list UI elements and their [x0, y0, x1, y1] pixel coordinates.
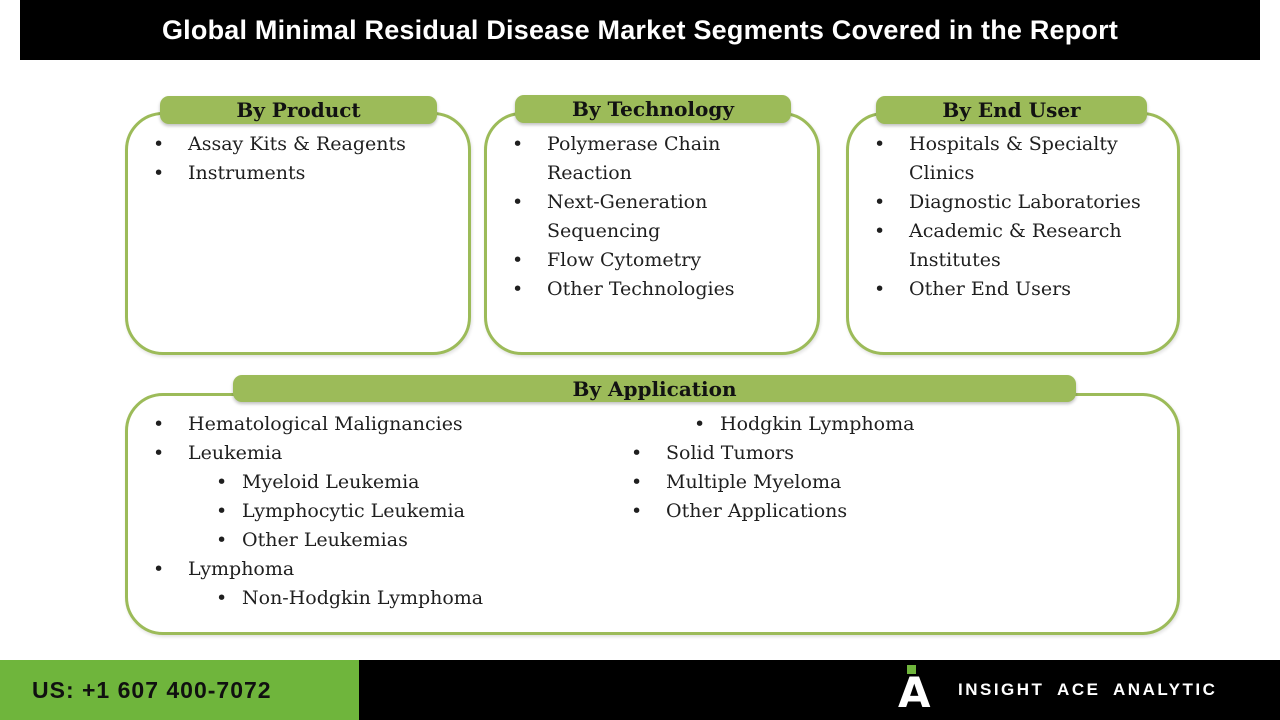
list-item: Instruments — [153, 159, 406, 188]
list-item-label: Multiple Myeloma — [666, 471, 842, 493]
title-bar: Global Minimal Residual Disease Market S… — [20, 0, 1260, 60]
bullet-icon — [874, 217, 909, 246]
bullet-icon — [631, 497, 666, 526]
list-item: Multiple Myeloma — [631, 468, 914, 497]
list-item: Other Leukemias — [216, 526, 483, 555]
brand-name: INSIGHT ACE ANALYTIC — [958, 680, 1218, 699]
list-item: Next-Generation Sequencing — [512, 188, 762, 246]
phone-number: US: +1 607 400-7072 — [32, 676, 272, 703]
list-item-label: Non-Hodgkin Lymphoma — [242, 587, 484, 609]
list-item-label: Next-Generation Sequencing — [547, 191, 708, 242]
list-item-label: Other Applications — [666, 500, 848, 522]
list-item-label: Hematological Malignancies — [188, 413, 463, 435]
list-item-label: Hospitals & Specialty Clinics — [909, 133, 1118, 184]
bullet-icon — [153, 555, 188, 584]
list-item: Solid Tumors — [631, 439, 914, 468]
end-user-list: Hospitals & Specialty Clinics Diagnostic… — [849, 115, 1155, 304]
list-item-label: Polymerase Chain Reaction — [547, 133, 721, 184]
list-item: Hodgkin Lymphoma — [694, 410, 914, 439]
list-item: Hematological Malignancies — [153, 410, 483, 439]
list-item-label: Myeloid Leukemia — [242, 471, 420, 493]
list-item-label: Lymphoma — [188, 558, 295, 580]
list-item-label: Lymphocytic Leukemia — [242, 500, 465, 522]
segment-tab-label: By Application — [572, 376, 737, 401]
list-item-label: Solid Tumors — [666, 442, 795, 464]
bullet-icon — [216, 497, 242, 526]
bullet-icon — [153, 159, 188, 188]
list-item: Academic & Research Institutes — [874, 217, 1155, 275]
page-title: Global Minimal Residual Disease Market S… — [161, 14, 1119, 45]
technology-segment-box: Polymerase Chain Reaction Next-Generatio… — [484, 112, 820, 355]
list-item: Other Applications — [631, 497, 914, 526]
bullet-icon — [153, 130, 188, 159]
list-item: Assay Kits & Reagents — [153, 130, 406, 159]
logo-dot-icon — [907, 665, 916, 674]
technology-list: Polymerase Chain Reaction Next-Generatio… — [487, 115, 762, 304]
bullet-icon — [874, 275, 909, 304]
list-item: Lymphoma — [153, 555, 483, 584]
bullet-icon — [216, 584, 242, 613]
segment-tab-technology: By Technology — [515, 95, 791, 123]
list-item: Diagnostic Laboratories — [874, 188, 1155, 217]
bullet-icon — [216, 526, 242, 555]
segment-tab-label: By End User — [942, 98, 1081, 122]
segment-tab-label: By Technology — [572, 97, 734, 121]
segment-tab-label: By Product — [236, 98, 361, 122]
bullet-icon — [153, 439, 188, 468]
end-user-segment-box: Hospitals & Specialty Clinics Diagnostic… — [846, 112, 1180, 355]
bullet-icon — [631, 468, 666, 497]
bullet-icon — [512, 130, 547, 159]
list-item-label: Hodgkin Lymphoma — [720, 413, 915, 435]
bullet-icon — [512, 246, 547, 275]
phone-banner: US: +1 607 400-7072 — [0, 660, 359, 720]
footer-bar: US: +1 607 400-7072 A INSIGHT ACE ANALYT… — [0, 660, 1280, 720]
bullet-icon — [216, 468, 242, 497]
application-segment-box: Hematological Malignancies Leukemia Myel… — [125, 393, 1180, 635]
segment-tab-end-user: By End User — [876, 96, 1147, 124]
list-item-label: Diagnostic Laboratories — [909, 191, 1141, 213]
list-item-label: Academic & Research Institutes — [909, 220, 1122, 271]
segment-tab-product: By Product — [160, 96, 437, 124]
list-item-label: Assay Kits & Reagents — [188, 133, 406, 155]
product-segment-box: Assay Kits & Reagents Instruments — [125, 112, 471, 355]
insight-ace-logo-icon: A — [898, 662, 936, 718]
list-item: Other End Users — [874, 275, 1155, 304]
list-item: Hospitals & Specialty Clinics — [874, 130, 1155, 188]
list-item: Lymphocytic Leukemia — [216, 497, 483, 526]
list-item-label: Instruments — [188, 162, 306, 184]
bullet-icon — [874, 130, 909, 159]
logo-letter: A — [898, 668, 931, 717]
bullet-icon — [512, 188, 547, 217]
list-item-label: Other End Users — [909, 278, 1071, 300]
bullet-icon — [153, 410, 188, 439]
bullet-icon — [694, 410, 720, 439]
list-item: Flow Cytometry — [512, 246, 762, 275]
segment-tab-application: By Application — [233, 375, 1076, 402]
application-list-right: Hodgkin Lymphoma Solid Tumors Multiple M… — [631, 410, 914, 526]
list-item: Other Technologies — [512, 275, 762, 304]
list-item-label: Other Technologies — [547, 278, 735, 300]
bullet-icon — [874, 188, 909, 217]
bullet-icon — [512, 275, 547, 304]
bullet-icon — [631, 439, 666, 468]
list-item: Polymerase Chain Reaction — [512, 130, 762, 188]
list-item: Leukemia — [153, 439, 483, 468]
list-item-label: Other Leukemias — [242, 529, 408, 551]
list-item-label: Leukemia — [188, 442, 283, 464]
application-list-left: Hematological Malignancies Leukemia Myel… — [153, 410, 483, 613]
list-item: Myeloid Leukemia — [216, 468, 483, 497]
list-item: Non-Hodgkin Lymphoma — [216, 584, 483, 613]
product-list: Assay Kits & Reagents Instruments — [128, 115, 406, 188]
list-item-label: Flow Cytometry — [547, 249, 702, 271]
